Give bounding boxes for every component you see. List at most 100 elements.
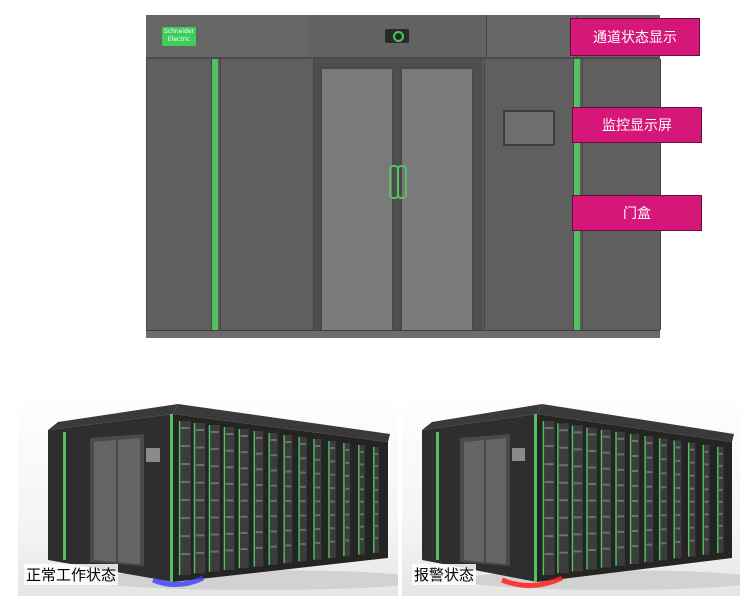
rack-server-unit xyxy=(225,433,234,435)
server-rack xyxy=(572,425,583,572)
rack-server-unit xyxy=(588,450,596,453)
rack-server-unit xyxy=(330,460,335,463)
rack-server-unit xyxy=(360,475,364,478)
rack-server-unit xyxy=(588,433,596,436)
server-rack xyxy=(344,443,351,557)
rack-server-unit xyxy=(375,524,379,527)
rack-server-unit xyxy=(602,483,610,486)
rack-server-unit xyxy=(285,514,292,517)
rack-server-unit xyxy=(225,532,234,535)
rack-server-unit xyxy=(646,529,653,532)
rack-server-unit xyxy=(573,448,582,451)
rack-server-unit xyxy=(631,485,639,487)
rack-server-unit xyxy=(544,445,554,448)
rack-server-unit xyxy=(704,525,709,528)
rack-server-unit xyxy=(360,463,364,466)
rack-status-light xyxy=(615,431,617,566)
rack-server-unit xyxy=(689,474,695,477)
rack-server-unit xyxy=(704,513,709,516)
rack-server-unit xyxy=(345,539,350,542)
rack-server-unit xyxy=(689,526,695,529)
rack-server-unit xyxy=(270,530,277,533)
status-light-strip xyxy=(574,59,580,330)
rack-server-unit xyxy=(195,481,205,484)
rack-server-unit xyxy=(675,540,681,543)
rack-server-unit xyxy=(544,427,554,430)
rack-server-unit xyxy=(255,437,263,439)
rack-status-light xyxy=(178,421,181,576)
server-rack xyxy=(254,431,264,567)
rack-server-unit xyxy=(675,500,681,503)
rack-status-light xyxy=(629,434,632,564)
callout-label: 门盒 xyxy=(623,206,651,222)
rack-server-unit xyxy=(285,455,292,458)
rack-server-unit xyxy=(315,486,321,489)
rack-server-unit xyxy=(617,468,625,471)
rack-server-unit xyxy=(544,553,554,556)
right-door xyxy=(118,438,140,564)
rack-server-unit xyxy=(360,513,364,516)
server-rack xyxy=(194,423,206,574)
caption-normal: 正常工作状态 xyxy=(24,564,119,585)
caption-text: 报警状态 xyxy=(414,566,475,584)
rack-server-unit xyxy=(602,531,610,534)
rack-server-unit xyxy=(631,470,639,472)
floor-glow xyxy=(501,575,564,588)
rack-server-unit xyxy=(617,546,625,549)
rack-server-unit xyxy=(300,457,306,460)
rack-server-unit xyxy=(240,515,248,518)
rack-server-unit xyxy=(180,481,190,484)
rack-server-unit xyxy=(180,535,190,538)
rack-server-unit xyxy=(660,444,667,447)
rack-server-unit xyxy=(330,527,335,530)
server-rack xyxy=(209,425,220,572)
rack-status-light xyxy=(717,446,719,553)
rack-server-unit xyxy=(210,550,219,553)
right-door xyxy=(400,67,474,333)
rack-server-unit xyxy=(225,549,234,552)
server-rack xyxy=(239,429,249,569)
rack-server-unit xyxy=(660,486,667,489)
server-rack xyxy=(718,446,724,553)
rack-server-unit xyxy=(573,533,582,536)
rack-server-unit xyxy=(345,500,350,503)
rack-server-unit xyxy=(719,500,723,503)
rack-server-unit xyxy=(180,553,190,556)
server-rack xyxy=(374,447,380,553)
rack-server-unit xyxy=(210,533,219,536)
rack-server-unit xyxy=(180,463,190,466)
status-light-strip xyxy=(436,432,439,560)
callout-label: 通道状态显示 xyxy=(593,30,677,46)
rack-server-unit xyxy=(375,536,379,539)
rack-server-unit xyxy=(375,500,379,503)
rack-server-unit xyxy=(559,516,568,519)
rack-server-unit xyxy=(225,516,234,519)
top-edge xyxy=(422,404,542,430)
rack-server-unit xyxy=(270,499,277,502)
rack-server-unit xyxy=(617,530,625,533)
rack-server-unit xyxy=(631,440,639,442)
left-door xyxy=(94,440,116,562)
rack-status-light xyxy=(268,433,270,565)
cabinet-base xyxy=(146,330,660,338)
rack-server-unit xyxy=(704,488,709,491)
rack-server-unit xyxy=(602,515,610,518)
rack-server-unit xyxy=(544,517,554,520)
rack-server-unit xyxy=(719,524,723,527)
rack-server-unit xyxy=(195,551,205,554)
rack-server-unit xyxy=(270,439,277,441)
rack-server-unit xyxy=(660,472,667,475)
rack-server-unit xyxy=(210,448,219,451)
rack-server-unit xyxy=(210,465,219,468)
server-rack xyxy=(601,429,611,568)
rack-server-unit xyxy=(285,500,292,503)
side-panel xyxy=(582,59,661,330)
right-door xyxy=(486,438,506,564)
callout-door-box: 门盒 xyxy=(572,195,702,231)
rack-status-light xyxy=(253,431,255,567)
rack-server-unit xyxy=(617,499,625,502)
rack-server-unit xyxy=(270,454,277,457)
rack-server-unit xyxy=(315,458,321,461)
rack-server-unit xyxy=(315,514,321,517)
rack-server-unit xyxy=(225,499,234,502)
